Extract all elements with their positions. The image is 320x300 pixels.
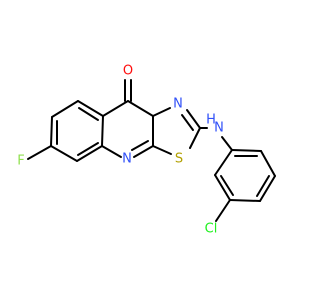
bond — [215, 199, 231, 222]
atom-amine-h: H — [206, 113, 216, 128]
bond — [231, 149, 262, 152]
bond — [259, 175, 276, 202]
bond — [260, 150, 276, 177]
bond — [152, 145, 172, 155]
bond — [76, 145, 103, 162]
bond — [214, 149, 233, 176]
bond — [50, 145, 78, 162]
bond — [221, 136, 233, 151]
bond — [51, 100, 79, 118]
atom-oxygen: O — [123, 64, 133, 79]
bond — [133, 145, 154, 158]
atom-n-ring-top: N — [173, 97, 183, 112]
atom-chlorine: Cl — [205, 222, 218, 237]
atom-amine-n: N — [214, 121, 224, 136]
bond — [229, 199, 261, 202]
bond — [189, 127, 201, 149]
bond — [78, 107, 99, 121]
bond — [101, 115, 104, 147]
bond — [152, 107, 171, 117]
bond — [77, 100, 104, 117]
bond — [127, 100, 154, 117]
bond — [50, 116, 53, 147]
atom-fluorine: F — [17, 154, 24, 169]
bond — [214, 174, 231, 201]
bond-layer — [27, 79, 276, 222]
bond — [101, 145, 122, 158]
bond — [27, 145, 52, 160]
molecule-structure: O F N N S H N Cl — [17, 64, 276, 237]
atom-n-ring-bottom: N — [122, 152, 132, 167]
bond — [77, 142, 99, 156]
molecule-canvas: O F N N S H N Cl — [17, 64, 276, 237]
bond — [186, 109, 201, 129]
bond — [220, 175, 234, 196]
bond — [181, 114, 194, 131]
bond — [256, 175, 270, 197]
atom-sulfur: S — [175, 152, 183, 167]
bond — [131, 140, 149, 151]
atom-labels: O F N N S H N Cl — [17, 64, 224, 237]
bond — [102, 100, 129, 117]
